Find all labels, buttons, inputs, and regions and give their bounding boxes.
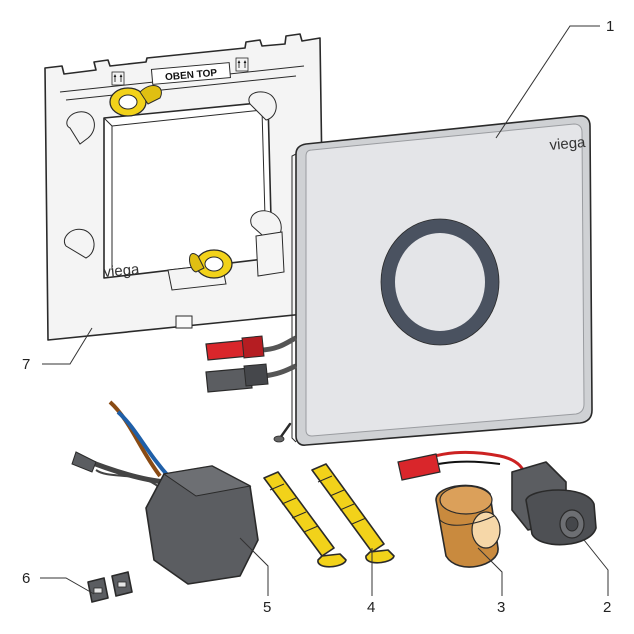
callout-2: 2	[603, 599, 611, 616]
sensor-ring	[381, 219, 499, 345]
callout-7: 7	[22, 356, 30, 373]
solenoid-valve	[397, 450, 597, 546]
wall-plug-left	[263, 471, 347, 568]
yellow-clamp-top	[109, 84, 162, 117]
wall-plug-right	[311, 463, 395, 564]
cover-plate: viega	[291, 115, 593, 446]
power-supply-unit	[71, 400, 259, 585]
up-arrow-icon	[235, 57, 249, 72]
frame-brand-logo: viega	[103, 261, 141, 281]
yellow-clamp-bottom	[189, 249, 233, 279]
screw	[273, 422, 292, 443]
mounting-frame: OBEN TOP vie	[44, 33, 325, 341]
bronze-adapter	[435, 484, 501, 568]
leader-lines	[40, 25, 609, 596]
panel-brand-logo: viega	[549, 134, 587, 154]
callout-1: 1	[606, 18, 614, 35]
callout-4: 4	[367, 599, 375, 616]
up-arrow-icon	[111, 71, 125, 86]
oben-top-label: OBEN TOP	[165, 68, 218, 84]
callout-6: 6	[22, 570, 30, 587]
connector-clips	[87, 571, 133, 603]
callout-5: 5	[263, 599, 271, 616]
panel-connector-cables	[205, 335, 297, 393]
oben-top-label-box	[150, 62, 232, 85]
callout-3: 3	[497, 599, 505, 616]
